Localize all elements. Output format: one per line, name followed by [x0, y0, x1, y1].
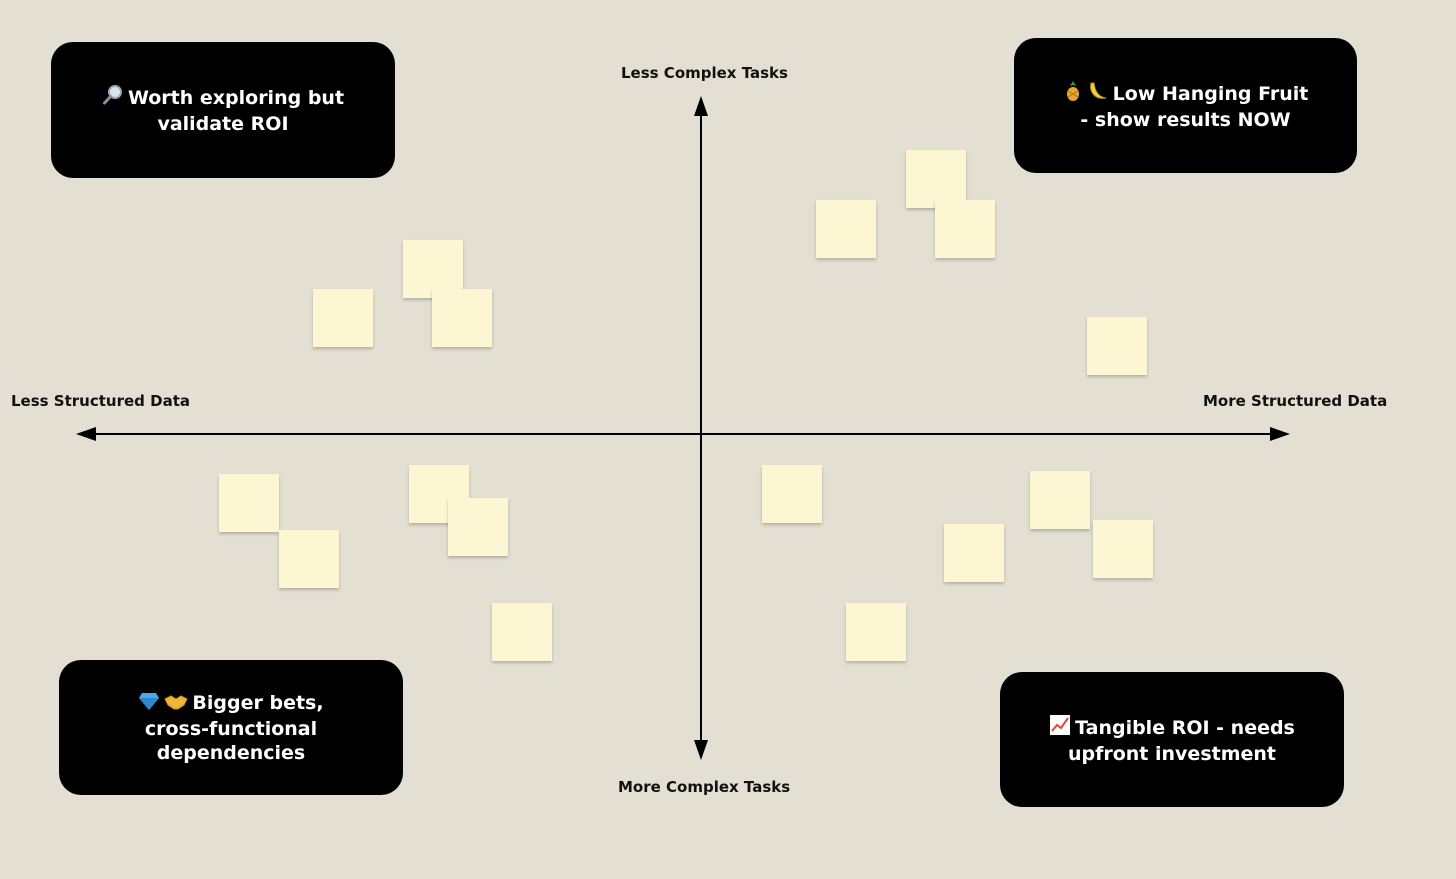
arrow-up-icon — [694, 96, 708, 116]
pineapple-icon — [1063, 80, 1083, 108]
magnifying-glass-icon — [102, 84, 124, 112]
axis-label-right: More Structured Data — [1203, 392, 1388, 410]
arrow-right-icon — [1270, 427, 1290, 441]
quadrant-bottom-right[interactable]: Tangible ROI - needs upfront investment — [1000, 672, 1344, 807]
arrow-down-icon — [694, 740, 708, 760]
axis-label-bottom: More Complex Tasks — [618, 778, 791, 796]
quadrant-bottom-left[interactable]: Bigger bets, cross-functional dependenci… — [59, 660, 403, 795]
chart-increasing-icon — [1049, 714, 1071, 742]
sticky-note[interactable] — [432, 289, 492, 347]
sticky-note[interactable] — [492, 603, 552, 661]
quadrant-top-left-line1: Worth exploring but — [127, 87, 345, 109]
quadrant-top-left[interactable]: Worth exploring but validate ROI — [51, 42, 395, 178]
sticky-note[interactable] — [1093, 520, 1153, 578]
quadrant-bottom-right-line1: Tangible ROI - needs — [1075, 716, 1295, 739]
quadrant-top-right-line1: Low Hanging Fruit — [1112, 82, 1309, 105]
arrow-left-icon — [76, 427, 96, 441]
quadrant-bottom-left-line2: cross-functional — [144, 717, 318, 740]
sticky-note[interactable] — [219, 474, 279, 532]
quadrant-bottom-left-line1: Bigger bets, — [192, 691, 324, 714]
gem-icon — [138, 691, 160, 717]
sticky-note[interactable] — [944, 524, 1004, 582]
quadrant-bottom-left-line3: dependencies — [156, 741, 306, 764]
sticky-note[interactable] — [816, 200, 876, 258]
axis-label-left: Less Structured Data — [11, 392, 190, 410]
sticky-note[interactable] — [935, 200, 995, 258]
quadrant-top-left-line2: validate ROI — [157, 113, 289, 135]
quadrant-top-right-line2: - show results NOW — [1080, 108, 1291, 131]
quadrant-bottom-right-line2: upfront investment — [1067, 742, 1277, 765]
sticky-note[interactable] — [906, 150, 966, 208]
sticky-note[interactable] — [448, 498, 508, 556]
sticky-note[interactable] — [762, 465, 822, 523]
banana-icon — [1087, 80, 1109, 108]
sticky-note[interactable] — [279, 530, 339, 588]
quadrant-top-right[interactable]: Low Hanging Fruit - show results NOW — [1014, 38, 1357, 173]
sticky-note[interactable] — [1030, 471, 1090, 529]
handshake-icon — [164, 693, 189, 717]
sticky-note[interactable] — [403, 240, 463, 298]
sticky-note[interactable] — [313, 289, 373, 347]
axis-label-top: Less Complex Tasks — [621, 64, 788, 82]
sticky-note[interactable] — [846, 603, 906, 661]
sticky-note[interactable] — [1087, 317, 1147, 375]
